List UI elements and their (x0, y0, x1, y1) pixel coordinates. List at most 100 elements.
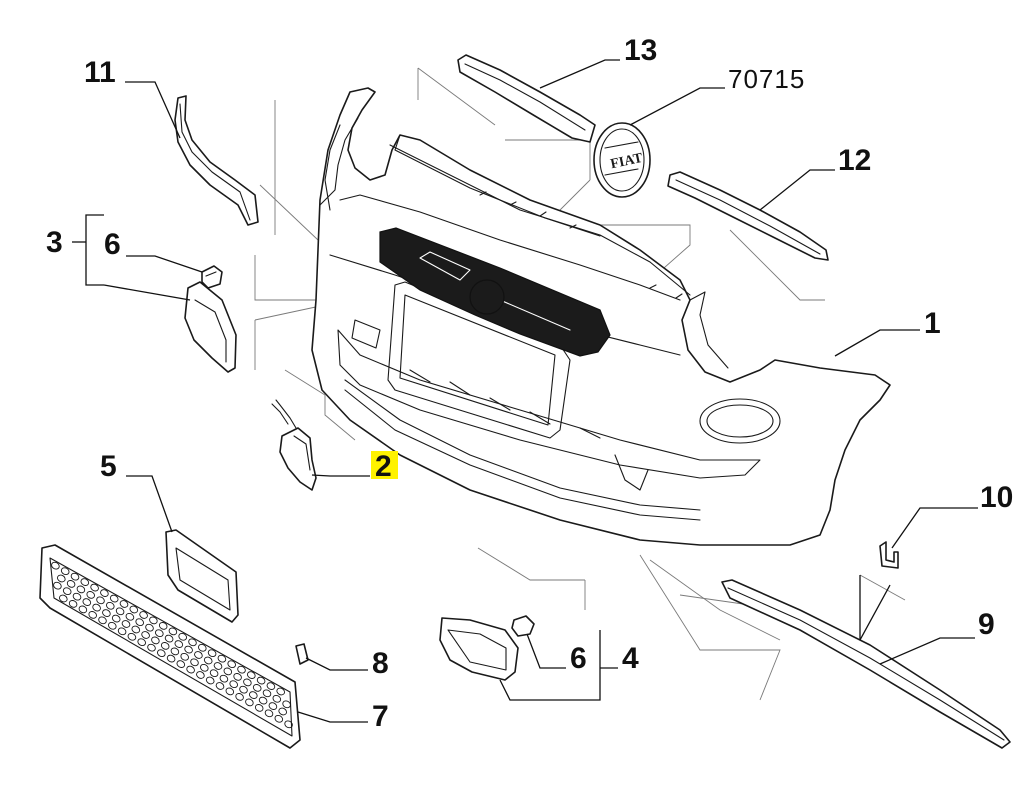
grille-cell (258, 696, 268, 705)
callout-5: 5 (100, 450, 117, 483)
grille-cell (243, 678, 252, 687)
grille-cell (72, 592, 82, 601)
grille-cell (215, 682, 225, 690)
left-fog-bezel-part (184, 281, 237, 373)
callout-labels: 13 70715 11 12 3 6 1 2 5 10 9 8 6 4 7 (46, 34, 1013, 733)
grille-cell (62, 587, 72, 596)
callout-7: 7 (372, 700, 389, 733)
grille-cell (92, 603, 101, 612)
grille-cell (86, 591, 95, 599)
grille-cell (88, 611, 97, 619)
grille-cell (207, 649, 217, 658)
grille-cell (209, 669, 219, 678)
callout-6-lower: 6 (570, 642, 587, 675)
grille-cell (254, 704, 264, 712)
grille-cell (219, 674, 229, 683)
callout-11: 11 (84, 56, 116, 89)
lower-clip-part (511, 615, 535, 637)
grille-cell (60, 567, 70, 576)
grille-cell (147, 643, 156, 652)
grille-cell (262, 689, 272, 698)
grille-cell (121, 620, 131, 628)
grille-cell (80, 578, 90, 586)
right-fog-bezel-part (439, 617, 519, 681)
bracket-part (879, 541, 899, 569)
grille-cell (194, 651, 203, 659)
grille-cell (184, 645, 193, 654)
grille-cell (59, 594, 68, 603)
grille-cell (268, 702, 278, 710)
grille-cell (213, 662, 223, 670)
grille-cell (282, 700, 291, 709)
grille-cell (98, 616, 107, 625)
callout-70715: 70715 (728, 64, 805, 94)
grille-mesh (51, 561, 293, 729)
small-clip-part (295, 643, 309, 665)
grille-cell (82, 598, 92, 606)
grille-cell (117, 627, 127, 636)
grille-cell (223, 667, 233, 676)
grille-cell (278, 707, 287, 716)
grille-cell (100, 589, 109, 597)
tow-hook-cover-part (271, 399, 317, 491)
right-upper-trim-part (667, 171, 829, 261)
grille-cell (168, 627, 178, 636)
grille-cell (249, 691, 258, 699)
grille-cell (96, 596, 105, 605)
grille-cell (229, 680, 238, 689)
grille-cell (139, 611, 148, 619)
grille-cell (51, 561, 60, 570)
grille-cell (109, 594, 119, 603)
grille-cell (247, 671, 256, 679)
grille-cell (284, 720, 293, 729)
grille-cell (160, 642, 170, 650)
grille-insert-part (165, 529, 239, 623)
grille-cell (129, 605, 139, 614)
grille-cell (266, 682, 276, 690)
grille-cell (178, 632, 187, 641)
grille-cell (66, 580, 76, 588)
grille-cell (256, 676, 266, 685)
grille-cell (125, 612, 135, 621)
grille-cell (272, 694, 282, 703)
grille-cell (155, 629, 164, 638)
grille-cell (149, 616, 158, 625)
left-upper-trim-part (174, 95, 259, 226)
grille-cell (102, 609, 111, 617)
grille-cell (70, 572, 80, 581)
grille-cell (108, 621, 117, 630)
grille-cell (151, 636, 160, 645)
grille-cell (237, 665, 246, 674)
grille-cell (170, 647, 180, 656)
callout-6-upper: 6 (104, 228, 121, 261)
grille-cell (141, 631, 150, 639)
grille-cell (245, 698, 254, 707)
grille-cell (106, 601, 115, 610)
grille-cell (166, 654, 176, 663)
grille-cell (164, 634, 174, 643)
grille-cell (158, 622, 168, 630)
grille-cell (137, 638, 146, 647)
callout-12: 12 (838, 144, 871, 177)
grille-cell (233, 673, 242, 681)
grille-cell (68, 600, 78, 608)
projection-guides (254, 67, 906, 701)
grille-cell (196, 671, 205, 679)
grille-cell (131, 625, 141, 634)
grille-cell (157, 649, 166, 658)
leader-lines (72, 59, 978, 723)
front-bumper-part (311, 87, 891, 546)
grille-cell (225, 687, 235, 696)
grille-cell (188, 638, 197, 647)
grille-cell (119, 600, 129, 608)
grille-cell (264, 709, 274, 718)
grille-cell (239, 685, 248, 694)
callout-3: 3 (46, 226, 63, 259)
grille-cell (174, 640, 184, 648)
grille-cell (274, 714, 284, 723)
grille-cell (176, 660, 186, 668)
grille-cell (127, 632, 137, 641)
grille-cell (145, 623, 154, 632)
